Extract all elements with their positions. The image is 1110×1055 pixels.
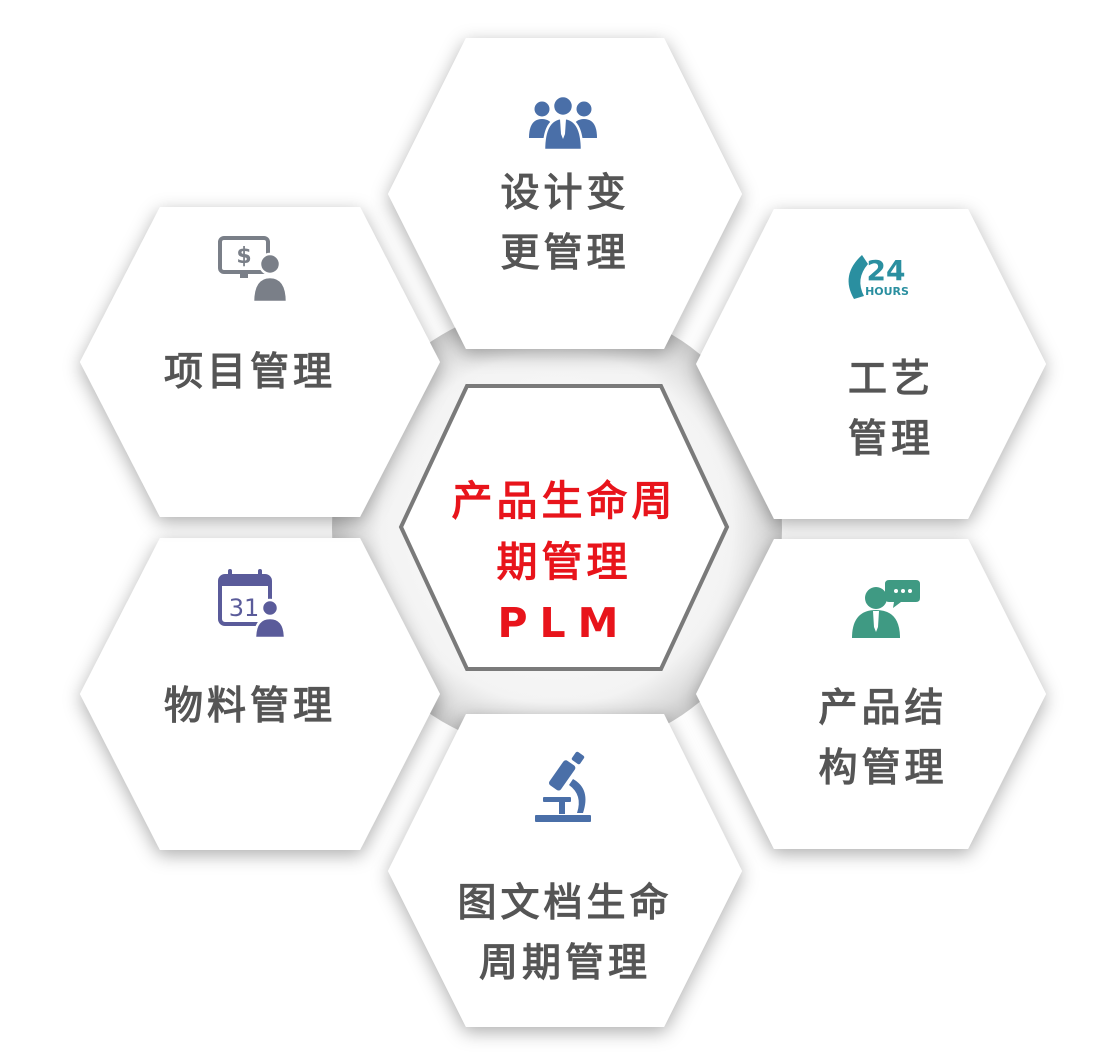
module-material-line1: 物料管理 (163, 684, 336, 729)
module-process-label: 工艺 管理 (741, 350, 1041, 470)
dollar-user-icon: $ (218, 236, 289, 304)
module-project-label: 项目管理 (100, 343, 400, 403)
svg-text:24: 24 (867, 254, 906, 287)
center-title-line2: 期管理 (496, 538, 632, 586)
hex-product-structure (696, 539, 1046, 849)
hex-design-change (388, 38, 742, 349)
module-project-line1: 项目管理 (163, 350, 336, 395)
svg-text:$: $ (236, 244, 251, 269)
module-product-structure-line2: 构管理 (818, 746, 948, 791)
module-material-label: 物料管理 (100, 677, 400, 737)
hex-project (80, 207, 440, 517)
center-title-line1: 产品生命周 (451, 477, 677, 525)
module-process-line1: 工艺 (847, 357, 934, 402)
center-title: 产品生命周 期管理 PLM (414, 471, 714, 654)
module-process-line2: 管理 (847, 417, 934, 462)
module-document-lifecycle-label: 图文档生命 周期管理 (415, 874, 715, 994)
24-hours-phone-icon: 24 HOURS (848, 254, 909, 299)
module-document-lifecycle-line2: 周期管理 (478, 941, 651, 986)
hex-center (398, 384, 730, 671)
module-product-structure-line1: 产品结 (818, 686, 948, 731)
module-design-change-line2: 更管理 (500, 231, 630, 276)
hex-document-lifecycle (388, 714, 742, 1027)
team-icon (529, 94, 597, 152)
svg-text:31: 31 (229, 594, 260, 622)
module-product-structure-label: 产品结 构管理 (733, 679, 1033, 799)
module-design-change-label: 设计变 更管理 (415, 164, 715, 284)
person-chat-icon (852, 580, 920, 638)
hex-process (696, 209, 1046, 519)
microscope-icon (535, 751, 591, 822)
module-document-lifecycle-line1: 图文档生命 (457, 881, 673, 926)
center-title-line3: PLM (497, 599, 631, 647)
svg-text:HOURS: HOURS (865, 285, 909, 298)
module-design-change-line1: 设计变 (500, 171, 630, 216)
calendar-user-icon: 31 (218, 569, 287, 640)
hex-material (80, 538, 440, 850)
